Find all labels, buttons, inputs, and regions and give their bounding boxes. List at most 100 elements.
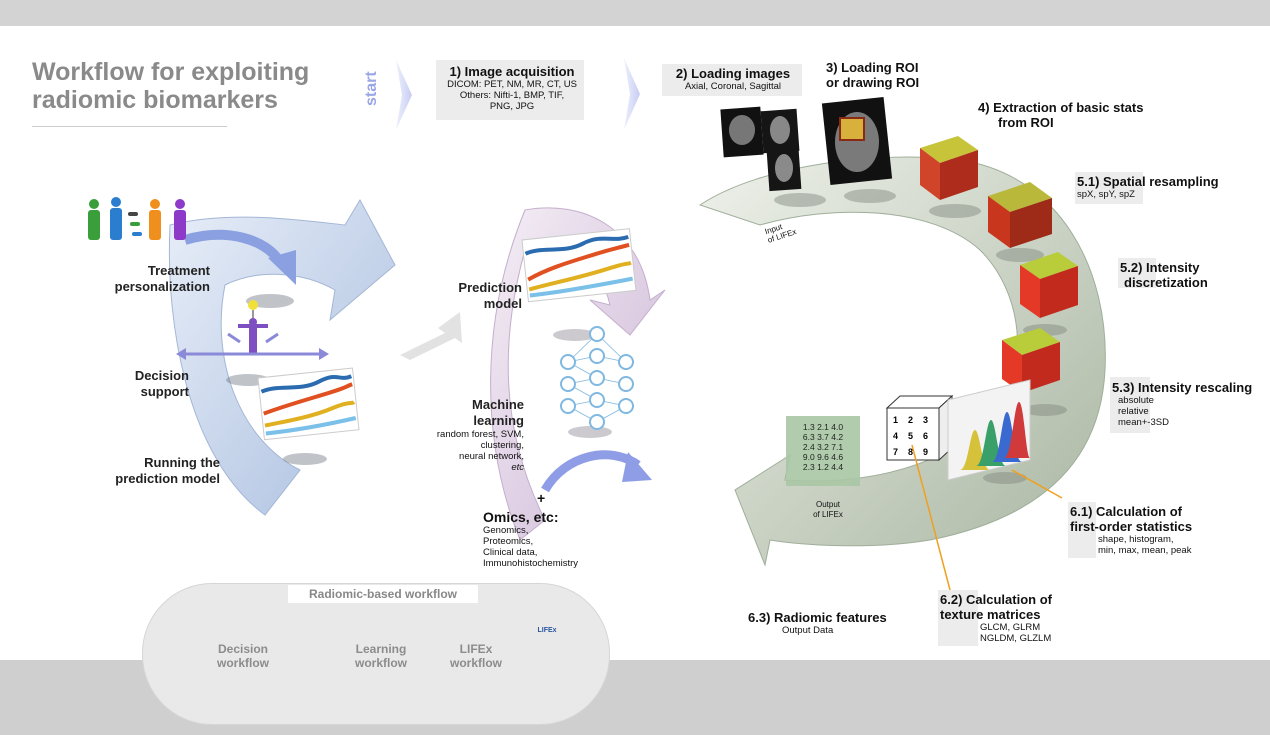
step-1-image-acquisition: 1) Image acquisition DICOM: PET, NM, MR,…: [440, 64, 584, 112]
roi-mri-image: [821, 96, 893, 186]
step-3-heading-1: 3) Loading ROI: [826, 60, 919, 75]
omics-line-1: Genomics,: [483, 525, 529, 536]
step-6-3-radiomic-features: 6.3) Radiomic features Output Data: [748, 610, 928, 636]
start-label: start: [363, 71, 380, 106]
ring-shadow-1: [774, 193, 826, 207]
step52-box: [1118, 258, 1156, 288]
output-matrix-row: 2.3 1.2 4.4: [802, 462, 844, 472]
top-bar: [0, 0, 1270, 26]
texture-matrix-cube: 1 2 3 4 5 6 7 8 9: [885, 394, 954, 462]
tm-5: 5: [908, 431, 913, 441]
step-5-2-intensity-discretization: 5.2) Intensity discretization: [1120, 260, 1260, 290]
legend-title: Radiomic-based workflow: [288, 585, 478, 603]
roi-cube-4: [1002, 328, 1060, 393]
people-icon: [88, 197, 186, 240]
ring-shadow-2: [844, 189, 896, 203]
ring-shadow-7: [983, 472, 1027, 484]
step-6-1-line-1: shape, histogram,: [1098, 534, 1174, 545]
decision-figure-icon: [176, 300, 329, 360]
step62-box: [938, 590, 978, 646]
step-5-2-heading-2: discretization: [1124, 275, 1208, 290]
step-6-1-heading-2: first-order statistics: [1070, 519, 1193, 534]
start-chevron-1: [396, 60, 412, 130]
mri-slices-image: [720, 106, 802, 192]
output-matrix: 1.3 2.1 4.0 6.3 3.7 4.2 2.4 3.2 7.1 9.0 …: [786, 422, 860, 472]
title-divider: [32, 126, 227, 127]
step-4-heading-2: from ROI: [998, 115, 1054, 130]
ml-heading-2: learning: [473, 413, 524, 428]
decision-support-line-2: support: [140, 384, 189, 399]
prediction-line-1: Prediction: [458, 280, 522, 295]
step-6-2-heading-2: texture matrices: [940, 607, 1041, 622]
ml-line-1: random forest, SVM,: [436, 429, 524, 440]
step61-box: [1068, 502, 1096, 558]
running-chart-image: [257, 367, 360, 441]
plus-icon: +: [537, 490, 546, 506]
step2-box: [662, 64, 802, 96]
step-5-1-heading: 5.1) Spatial resampling: [1077, 174, 1219, 189]
prediction-model-label: Prediction model: [432, 280, 522, 312]
legend-decision-line-2: workflow: [216, 656, 269, 670]
legend-lifex-label: LIFEx workflow: [446, 642, 506, 670]
tm-3: 3: [923, 415, 928, 425]
omics-heading: Omics, etc:: [483, 509, 559, 525]
omics-line-3: Clinical data,: [483, 547, 538, 558]
prediction-line-2: model: [483, 296, 522, 311]
step-3-loading-roi: 3) Loading ROI or drawing ROI: [826, 60, 956, 90]
learning-shadow-2: [568, 426, 612, 438]
people-arrowhead: [268, 250, 296, 285]
legend-panel: [142, 583, 610, 725]
decision-support-label: Decision support: [100, 368, 189, 400]
treatment-line-2: personalization: [114, 279, 210, 294]
step-5-3-heading: 5.3) Intensity rescaling: [1112, 380, 1253, 395]
step-1-line-2: Others: Nifti-1, BMP, TIF,: [459, 90, 565, 101]
tm-6: 6: [923, 431, 928, 441]
step-2-loading-images: 2) Loading images Axial, Coronal, Sagitt…: [664, 66, 802, 92]
step-5-1-spatial-resampling: 5.1) Spatial resampling spX, spY, spZ: [1077, 174, 1267, 200]
output-matrix-row: 6.3 3.7 4.2: [802, 432, 844, 442]
step-1-line-1: DICOM: PET, NM, MR, CT, US: [447, 79, 577, 90]
decision-support-line-1: Decision: [134, 368, 189, 383]
start-chevron-2: [624, 58, 640, 130]
step-5-1-line-1: spX, spY, spZ: [1077, 189, 1135, 200]
step-5-2-heading-1: 5.2) Intensity: [1120, 260, 1200, 275]
title-line-1: Workflow for exploiting: [32, 58, 310, 86]
step-6-1-first-order-statistics: 6.1) Calculation of first-order statisti…: [1070, 504, 1250, 556]
legend-decision-line-1: Decision: [217, 642, 268, 656]
running-line-2: prediction model: [115, 471, 220, 486]
step-1-line-3: PNG, JPG: [489, 101, 535, 112]
step1-box: [436, 60, 584, 120]
ml-line-2: clustering,: [480, 440, 524, 451]
legend-learning-label: Learning workflow: [346, 642, 416, 670]
lifex-output-line-2: of LIFEx: [813, 510, 843, 519]
treatment-line-1: Treatment: [147, 263, 210, 278]
tm-9: 9: [923, 447, 928, 457]
histogram-3d-image: [947, 379, 1031, 481]
step-2-line-1: Axial, Coronal, Sagittal: [684, 81, 782, 92]
running-line-1: Running the: [144, 455, 220, 470]
ring-shadow-6: [1023, 404, 1067, 416]
step-5-3-intensity-rescaling: 5.3) Intensity rescaling absolute relati…: [1112, 380, 1270, 428]
step-4-heading-1: 4) Extraction of basic stats: [978, 100, 1144, 115]
step-6-1-line-2: min, max, mean, peak: [1098, 545, 1192, 556]
running-model-label: Running the prediction model: [90, 455, 220, 487]
lifex-output-label: Output of LIFEx: [798, 500, 858, 520]
step-5-3-line-2: relative: [1118, 406, 1149, 417]
decision-shadow-3: [283, 453, 327, 465]
step-6-2-texture-matrices: 6.2) Calculation of texture matrices GLC…: [940, 592, 1100, 644]
learning-shadow-1: [553, 329, 597, 341]
step-6-3-heading: 6.3) Radiomic features: [748, 610, 887, 625]
output-matrix-row: 2.4 3.2 7.1: [802, 442, 844, 452]
decision-arc: [168, 198, 396, 516]
output-matrix-row: 1.3 2.1 4.0: [802, 422, 844, 432]
step-5-3-line-1: absolute: [1118, 395, 1154, 406]
prediction-chart-image: [521, 228, 637, 303]
roi-cube-1: [920, 136, 978, 200]
ml-heading-1: Machine: [471, 397, 524, 412]
omics-line-4: Immunohistochemistry: [483, 558, 579, 569]
output-matrix-row: 9.0 9.6 4.6: [802, 452, 844, 462]
machine-learning-label: Machine learning random forest, SVM, clu…: [400, 397, 524, 473]
step-6-3-line-1: Output Data: [782, 625, 834, 636]
omics-label: Omics, etc: Genomics, Proteomics, Clinic…: [483, 509, 623, 570]
ring-shadow-4: [996, 248, 1044, 262]
